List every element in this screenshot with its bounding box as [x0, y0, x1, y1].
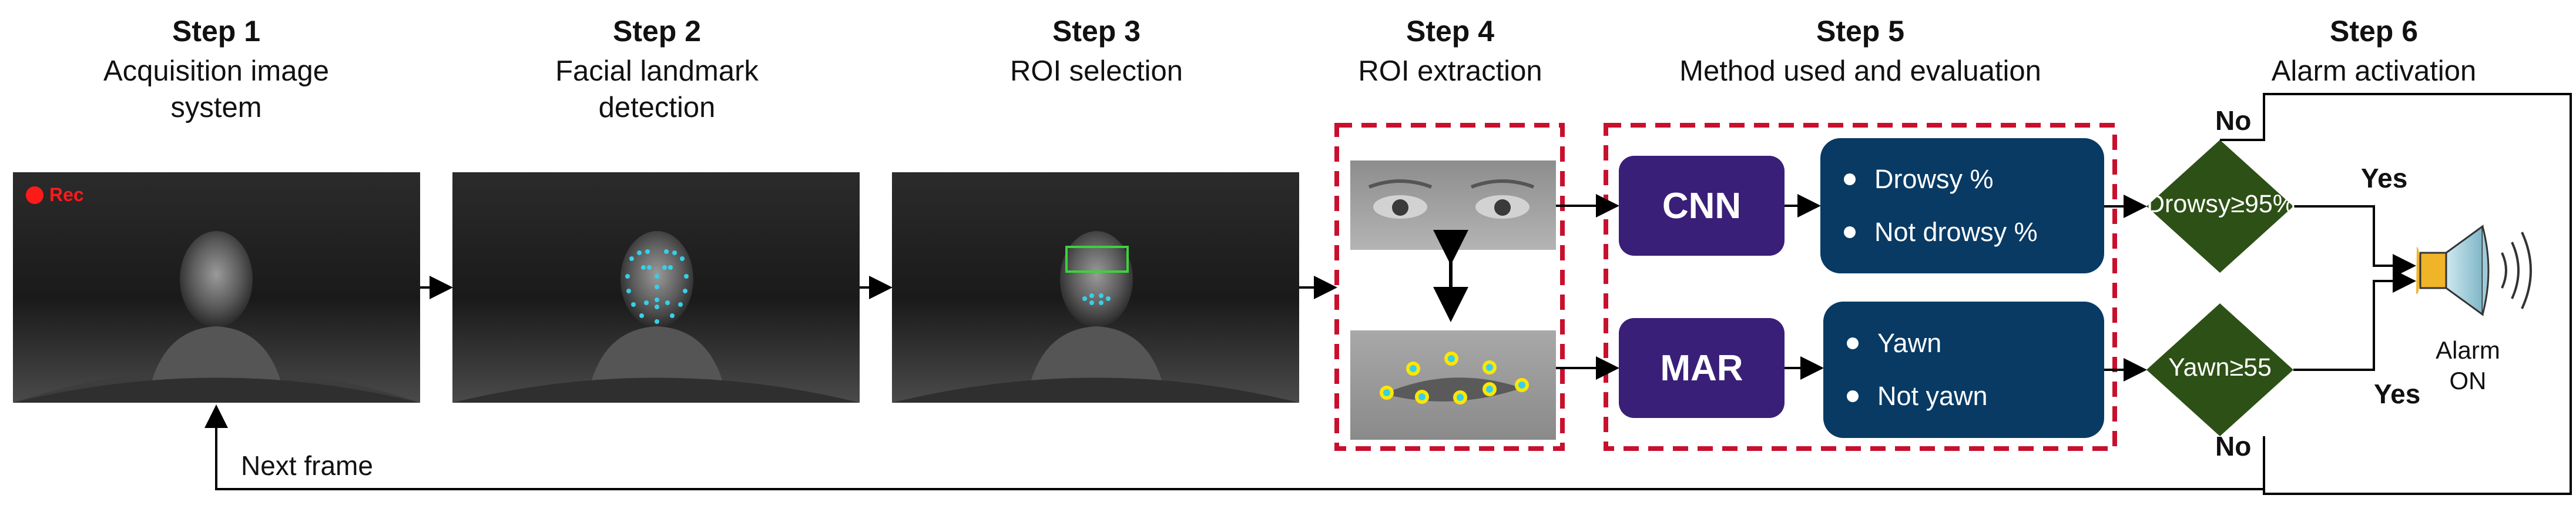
yawn-threshold-label: Yawn≥55 — [2168, 353, 2272, 382]
record-dot-icon — [26, 186, 43, 204]
camera-frame-1 — [13, 172, 420, 403]
cnn-output-box: Drowsy % Not drowsy % — [1820, 138, 2104, 273]
mar-method-box: MAR — [1619, 318, 1785, 418]
step-1-title: Step 1 — [172, 15, 261, 48]
output-item: Drowsy % — [1844, 153, 2104, 206]
output-item: Not drowsy % — [1844, 206, 2104, 259]
yawn-output-label: Yawn — [1877, 328, 1942, 358]
step-4-subtitle: ROI extraction — [1358, 55, 1542, 87]
no-label-top: No — [2215, 105, 2252, 136]
not-drowsy-output-label: Not drowsy % — [1874, 217, 2038, 247]
step-3-title: Step 3 — [1052, 15, 1141, 48]
step-5-subtitle: Method used and evaluation — [1679, 55, 2041, 87]
output-item: Not yawn — [1847, 370, 2104, 423]
camera-frame-3 — [892, 172, 1299, 403]
mar-output-box: Yawn Not yawn — [1823, 302, 2104, 438]
step-2-title: Step 2 — [612, 15, 702, 48]
output-item: Yawn — [1847, 317, 2104, 370]
yes-label-top: Yes — [2361, 163, 2408, 193]
drowsy-threshold-label: Drowsy≥95% — [2146, 190, 2296, 218]
rec-label: Rec — [49, 184, 84, 205]
eyes-roi-image — [1350, 160, 1556, 250]
step-6-subtitle: Alarm activation — [2271, 55, 2477, 87]
camera-frame-2 — [452, 172, 860, 403]
step-5-title: Step 5 — [1816, 15, 1905, 48]
step-4-title: Step 4 — [1406, 15, 1495, 48]
method-evaluation-frame — [1604, 123, 2117, 451]
step-6-title: Step 6 — [2329, 15, 2419, 48]
step-3-subtitle: ROI selection — [1009, 55, 1183, 87]
drowsy-decision-diamond — [2146, 140, 2293, 273]
yes-label-bottom: Yes — [2374, 379, 2421, 409]
yawn-decision-diamond — [2146, 303, 2293, 436]
not-yawn-output-label: Not yawn — [1877, 381, 1988, 411]
step-2-subtitle: Facial landmark detection — [555, 55, 759, 123]
drowsy-output-label: Drowsy % — [1874, 164, 1994, 194]
step-1-subtitle: Acquisition image system — [103, 55, 330, 123]
alarm-label: Alarm ON — [2436, 336, 2500, 394]
next-frame-label: Next frame — [241, 450, 373, 481]
recording-indicator: Rec — [26, 184, 84, 206]
no-label-bottom: No — [2215, 431, 2252, 461]
mouth-roi-image — [1350, 330, 1556, 440]
cnn-method-box: CNN — [1619, 156, 1785, 256]
alarm-speaker-icon — [2416, 225, 2532, 316]
roi-extraction-frame — [1334, 123, 1565, 451]
